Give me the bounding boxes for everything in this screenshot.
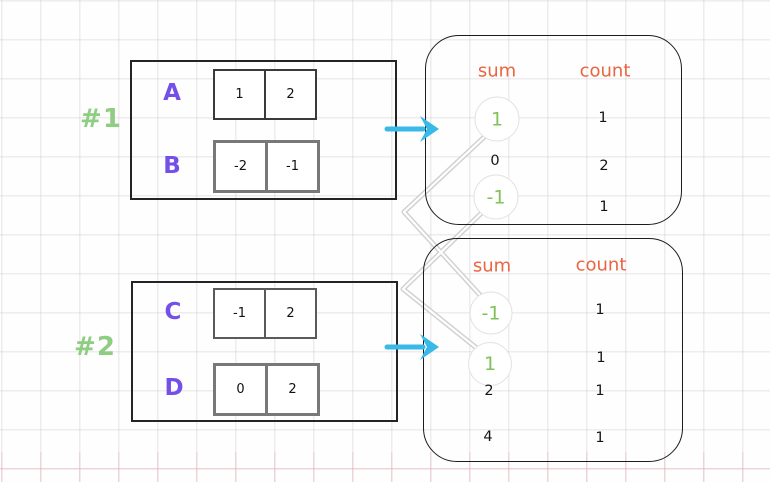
array-c-cell-0: -1 — [213, 288, 266, 339]
table2-row0-sum-circle: -1 — [469, 291, 513, 335]
table2-row2-sum: 2 — [484, 383, 494, 399]
result-table-1-frame — [425, 35, 682, 225]
array-d-cell-0: 0 — [213, 363, 268, 416]
array-d-cells: 0 2 — [213, 363, 320, 416]
array-c-cells: -1 2 — [213, 288, 317, 339]
table1-row2-sum-circle: -1 — [473, 174, 519, 220]
table2-row0-count: 1 — [595, 302, 605, 318]
table1-count-header: count — [579, 60, 631, 82]
array-label-c: C — [164, 299, 182, 325]
table1-row1-sum: 0 — [490, 153, 500, 169]
group2-frame — [131, 281, 398, 422]
table1-row0-sum: 1 — [490, 108, 504, 130]
table2-row3-count: 1 — [595, 430, 605, 446]
array-label-a: A — [163, 80, 181, 106]
group2-label: #2 — [74, 332, 116, 362]
array-a-cell-1: 2 — [264, 69, 317, 120]
table1-row0-sum-circle: 1 — [474, 96, 520, 142]
result-table-2-frame — [423, 238, 683, 462]
array-label-d: D — [164, 375, 184, 401]
table2-row0-sum: -1 — [481, 302, 501, 324]
table1-row2-count: 1 — [599, 199, 609, 215]
array-b-cell-0: -2 — [213, 140, 268, 193]
table1-row0-count: 1 — [598, 110, 608, 126]
table2-row3-sum: 4 — [483, 429, 493, 445]
array-a-cell-0: 1 — [213, 69, 266, 120]
array-a-cells: 1 2 — [213, 69, 317, 120]
table2-count-header: count — [575, 254, 627, 276]
table2-row1-sum: 1 — [483, 353, 497, 375]
array-b-cells: -2 -1 — [213, 140, 320, 193]
table2-row1-count: 1 — [596, 350, 606, 366]
array-label-b: B — [163, 153, 181, 179]
table2-sum-header: sum — [472, 255, 512, 277]
table2-row1-sum-circle: 1 — [468, 342, 512, 386]
table1-sum-header: sum — [477, 60, 517, 82]
group1-label: #1 — [80, 104, 122, 134]
table1-row1-count: 2 — [599, 158, 609, 174]
table1-row2-sum: -1 — [486, 186, 506, 208]
array-c-cell-1: 2 — [264, 288, 317, 339]
array-d-cell-1: 2 — [265, 363, 320, 416]
array-b-cell-1: -1 — [265, 140, 320, 193]
table2-row2-count: 1 — [595, 383, 605, 399]
